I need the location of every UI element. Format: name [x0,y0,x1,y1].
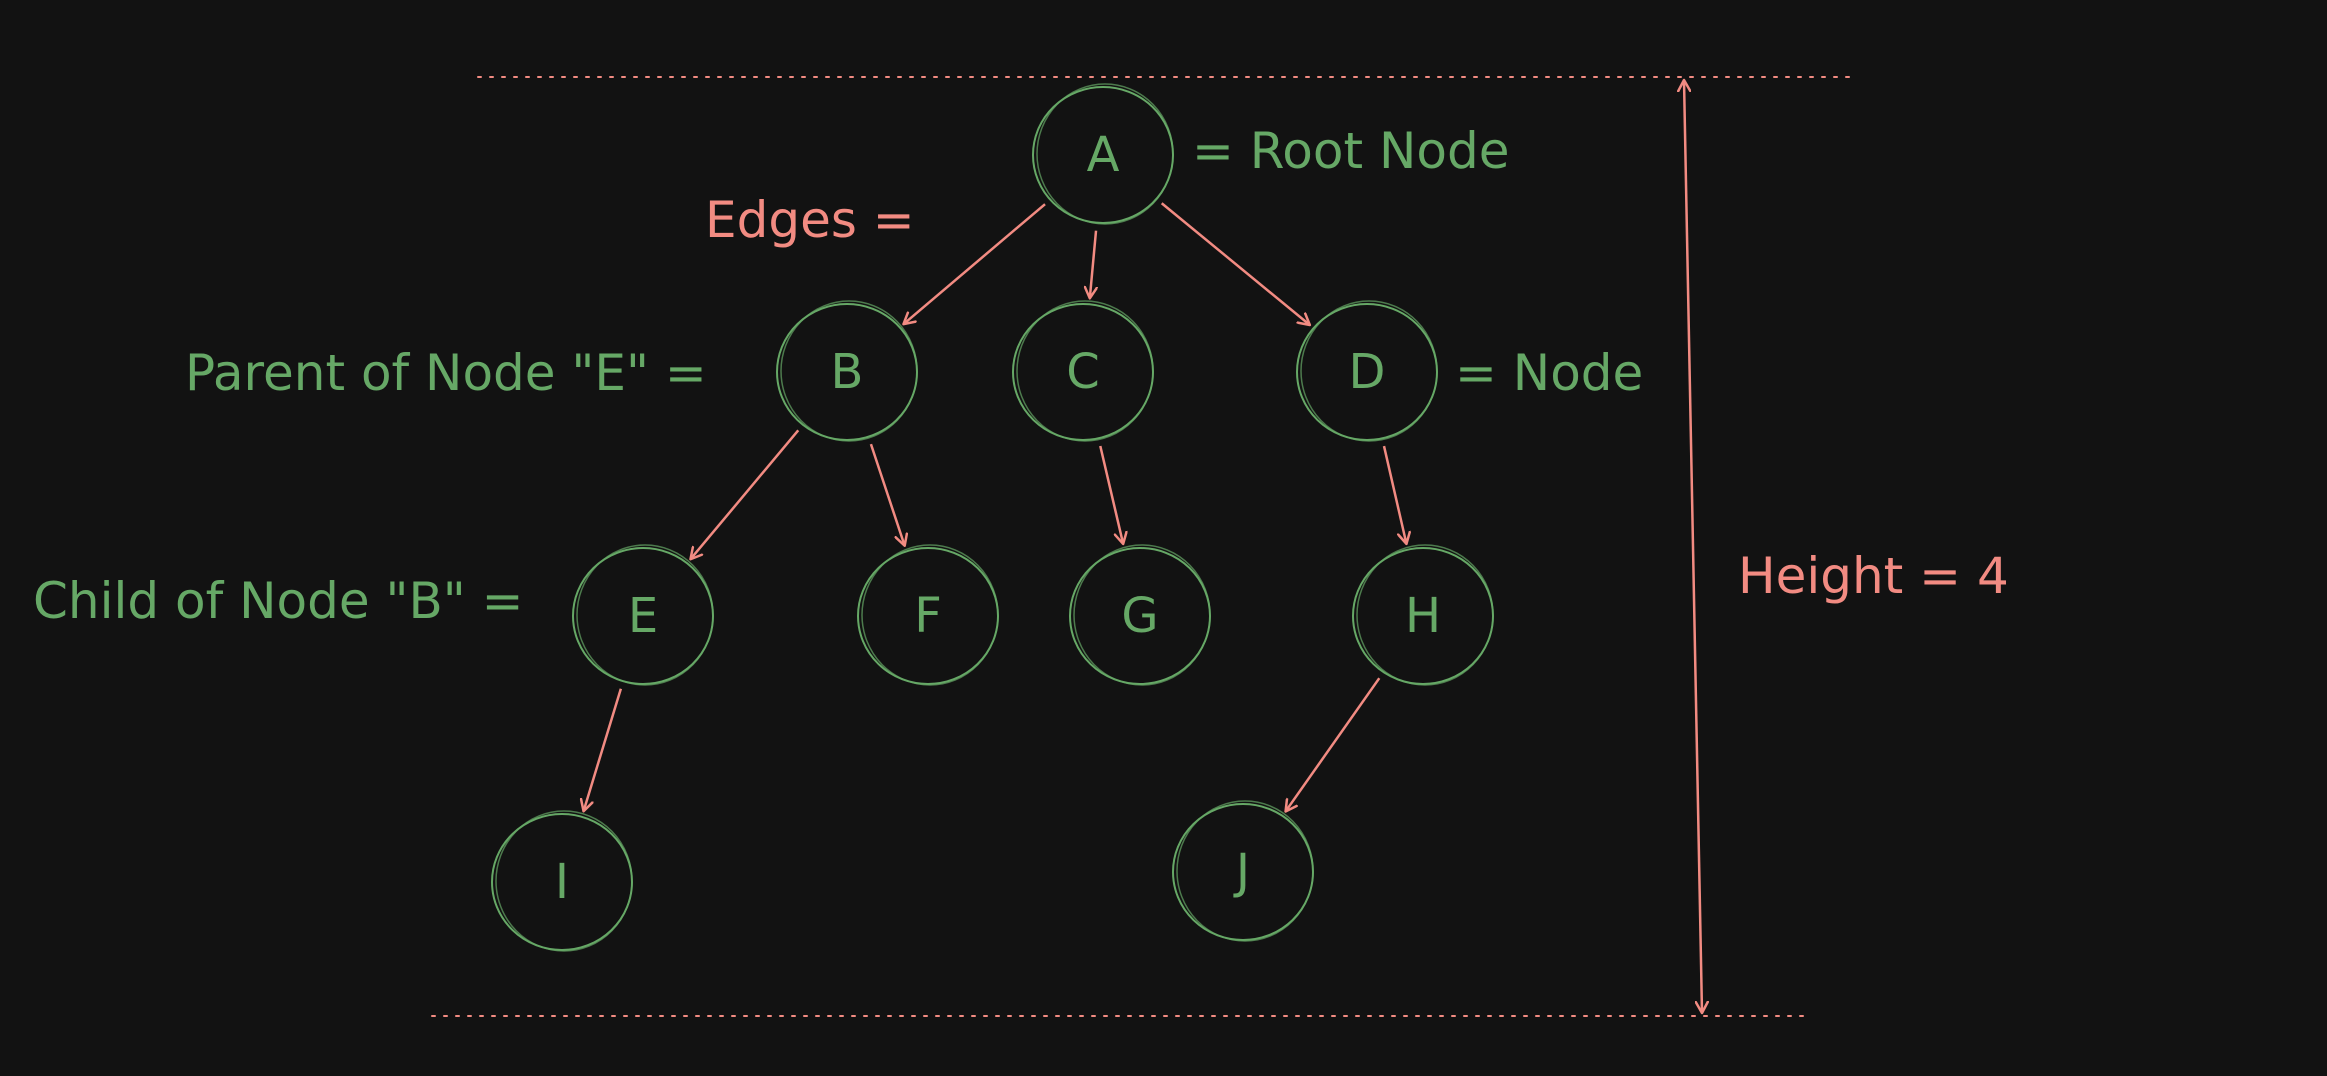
tree-node-j: J [1172,800,1314,942]
node-circle-sketch [495,810,633,952]
edges-annotation: Edges = [705,191,915,249]
node-circle-sketch [1036,83,1174,225]
tree-node-f: F [857,544,999,686]
height-annotation: Height = 4 [1738,547,2009,605]
node-circle-sketch [780,300,918,442]
node-label: D [1349,344,1386,400]
node-annotation: = Node [1455,344,1643,402]
edge-a-c [1090,230,1096,299]
parent-annotation: Parent of Node "E" = [185,344,707,402]
tree-node-b: B [776,300,918,442]
node-label: J [1233,844,1250,900]
edge-b-e [690,429,800,559]
height-arrow [1684,80,1702,1013]
tree-node-g: G [1069,544,1211,686]
node-label: A [1087,127,1120,183]
child-annotation: Child of Node "B" = [33,572,524,630]
node-circle-sketch [576,544,714,686]
edge-c-g [1099,445,1123,544]
node-label: F [914,588,942,644]
edge-h-j [1286,677,1381,811]
tree-node-h: H [1352,544,1494,686]
node-circle-sketch [1300,300,1438,442]
root-node-annotation: = Root Node [1192,122,1509,180]
edge-b-f [869,443,905,546]
tree-node-d: D [1296,300,1438,442]
node-label: C [1066,344,1100,400]
nodes-layer: A B C D E F G H I J [491,83,1494,952]
node-circle-sketch [1016,300,1154,442]
node-circle-sketch [1356,544,1494,686]
tree-node-a: A [1032,83,1174,225]
node-circle-sketch [1176,800,1314,942]
edge-a-d [1160,202,1310,325]
tree-node-e: E [572,544,714,686]
node-circle-sketch [861,544,999,686]
node-label: H [1405,588,1441,644]
tree-node-c: C [1012,300,1154,442]
edge-e-i [584,688,623,812]
node-label: G [1121,588,1158,644]
node-label: I [555,854,569,910]
edges-layer [584,202,1407,812]
node-label: B [831,344,864,400]
node-label: E [628,588,658,644]
edge-a-b [903,203,1046,324]
node-circle-sketch [1073,544,1211,686]
edge-d-h [1382,445,1406,544]
tree-node-i: I [491,810,633,952]
